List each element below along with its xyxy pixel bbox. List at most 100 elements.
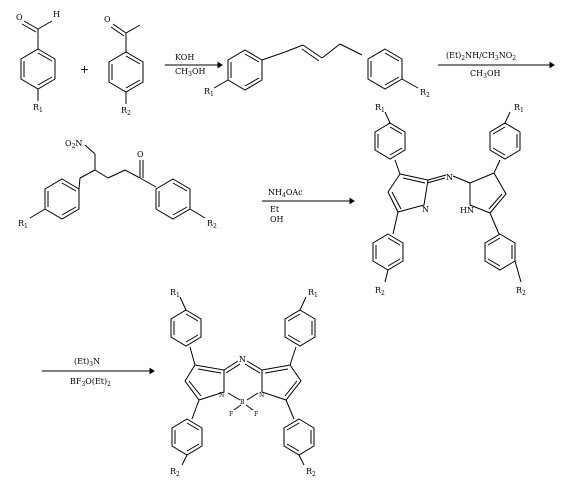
ring-inner-bond <box>37 76 53 86</box>
benzaldehyde-ring <box>20 48 56 90</box>
bridge-double-bond <box>225 363 241 374</box>
arrow-step2: (Et)2NH/CH3NO2 CH3OH <box>438 51 555 80</box>
ring-inner-bond <box>244 53 260 63</box>
ring-inner-bond <box>492 147 506 156</box>
ring-inner-bond <box>384 76 400 86</box>
ring-inner-bond <box>185 313 199 322</box>
aryl-link <box>189 346 196 366</box>
chalcone-ring-left <box>227 49 263 91</box>
chain-bond <box>284 44 304 53</box>
pyrrole-right <box>469 172 507 214</box>
aryl-link <box>191 399 200 420</box>
ring-inner-bond <box>125 79 141 89</box>
ch-bond <box>94 169 109 179</box>
reagent-ethanol-et: Et <box>270 205 280 214</box>
chalcone-product: R1 R2 <box>204 43 430 99</box>
co-double-bond <box>21 23 37 33</box>
ring-inner-bond <box>37 52 53 62</box>
r-bond <box>401 78 419 89</box>
bridge-bond <box>452 175 471 184</box>
bridge-bond <box>427 174 447 181</box>
carbonyl-oxygen-label: O <box>137 150 144 159</box>
bridge-bond <box>246 360 263 371</box>
chain-double-bond <box>301 48 320 62</box>
reagent-ammonium-acetate: NH4OAc <box>268 188 303 199</box>
n-b-bond <box>246 392 259 401</box>
nitro-ring-left <box>44 178 80 220</box>
arrow-step4: (Et)3N BF3O(Et)2 <box>42 357 155 388</box>
ring-inner-bond <box>389 147 403 156</box>
ring-inner-bond <box>387 237 401 246</box>
r-bond <box>298 454 305 466</box>
bridge-double-bond <box>244 363 261 374</box>
r-bond <box>514 260 522 283</box>
co-double-bond <box>23 20 39 30</box>
r1-right-label: R1 <box>308 288 318 299</box>
pyrrole-inner-bond <box>264 368 289 374</box>
aryl-link <box>493 159 501 174</box>
pyrrole-double-bond <box>488 193 503 210</box>
bridge-nitrogen-label: N <box>239 355 246 364</box>
r-bond <box>384 269 389 283</box>
ring-inner-bond <box>244 77 260 87</box>
r-bond <box>213 79 229 89</box>
r1-left-label: R1 <box>375 103 385 114</box>
chain-bond <box>261 51 286 61</box>
reagent-bf3-etherate: BF3O(Et)2 <box>70 377 111 388</box>
carbonyl-bond <box>124 169 141 179</box>
fluorine-right-label: F <box>254 411 258 418</box>
ring-inner-bond <box>125 55 141 65</box>
r-bond <box>179 296 187 311</box>
aryl-bottom-left <box>171 418 203 456</box>
reagent-ethanol-oh: OH <box>270 215 284 224</box>
chain-bond <box>321 43 341 59</box>
aryl-link <box>489 212 500 235</box>
arrow-head <box>349 197 355 205</box>
bridge-nitrogen-label: N <box>446 173 453 182</box>
reagent-methanol: CH3OH <box>175 67 205 78</box>
ring-link <box>78 177 81 190</box>
nitro-intermediate: O2N O R1 R2 <box>18 139 217 230</box>
ring-inner-bond <box>487 237 501 246</box>
ring-inner-bond <box>387 258 401 267</box>
r-bond <box>189 208 206 219</box>
ring-inner-bond <box>61 182 77 192</box>
aryl-link <box>394 159 401 175</box>
oxygen-label: O <box>16 13 23 22</box>
acetophenone-ring <box>108 51 144 93</box>
ring-inner-bond <box>487 258 501 267</box>
pyrrole-nitrogen-label: N <box>422 205 429 214</box>
reagent-koh: KOH <box>175 53 194 62</box>
ring-inner-bond <box>186 422 200 431</box>
co-double-bond <box>112 23 127 34</box>
pyrrole-left <box>184 364 225 401</box>
r1-label: R1 <box>204 87 214 98</box>
r-bond <box>504 111 511 124</box>
pyrrole-nitrogen-left-label: N <box>219 392 224 399</box>
arrow-head <box>149 367 155 375</box>
r2-right-label: R2 <box>516 286 526 297</box>
arrow-head <box>217 61 223 69</box>
b-f-bond <box>233 404 242 411</box>
co-double-bond <box>110 26 125 37</box>
b-f-bond <box>245 404 254 411</box>
boron-label: B <box>240 399 245 406</box>
ring-inner-bond <box>286 443 300 452</box>
pyrrole-right <box>261 364 302 401</box>
hydrogen-label: H <box>53 10 60 19</box>
r1-label: R1 <box>33 103 43 114</box>
pyrrole-inner-bond <box>197 368 222 374</box>
ring-inner-bond <box>185 334 199 343</box>
ring-inner-bond <box>186 443 200 452</box>
acetophenone: O R2 <box>104 15 144 117</box>
nitro-group-label: O2N <box>65 139 82 150</box>
pyrrole-double-bond <box>188 380 202 397</box>
azadipyrrin: N N HN R1 R1 R2 R2 <box>372 103 526 297</box>
aryl-top-right <box>284 309 316 347</box>
aryl-link <box>392 211 399 235</box>
ring-inner-bond <box>172 182 188 192</box>
methyl-bond <box>125 24 141 34</box>
ring-inner-bond <box>286 422 300 431</box>
reagent-methanol: CH3OH <box>470 69 500 80</box>
